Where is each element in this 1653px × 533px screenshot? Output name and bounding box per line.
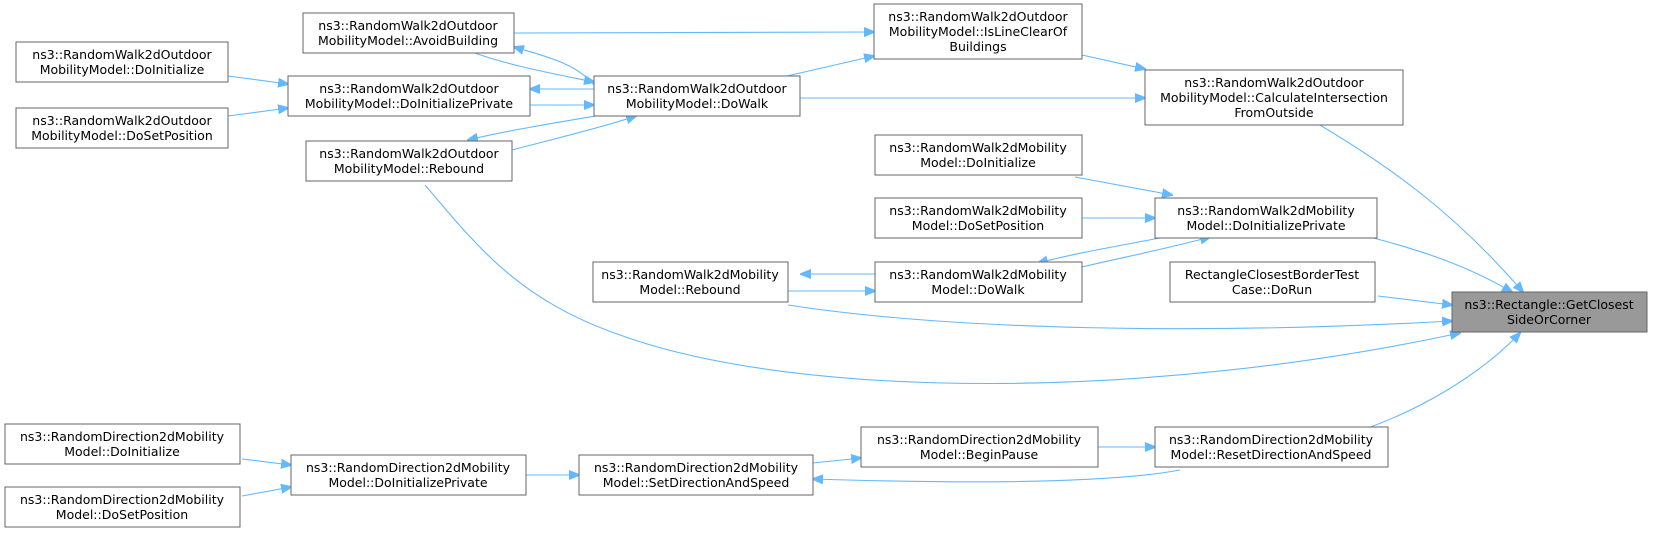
node-label-line1: ns3::RandomWalk2dMobility <box>889 203 1067 218</box>
node-label-line1: ns3::RandomDirection2dMobility <box>594 460 799 475</box>
node-rd2d-doinitialize[interactable]: ns3::RandomDirection2dMobility Model::Do… <box>4 423 241 465</box>
node-rw2o-rebound[interactable]: ns3::RandomWalk2dOutdoor MobilityModel::… <box>305 140 513 182</box>
edge-setdir-to-beginpause <box>812 458 861 463</box>
node-rectangleclosestbordertestcase-dorun[interactable]: RectangleClosestBorderTest Case::DoRun <box>1169 261 1376 303</box>
node-label-line2: Model::DoInitialize <box>64 444 180 459</box>
node-label-line1: ns3::RandomWalk2dOutdoor <box>32 113 212 128</box>
edge-calcint-to-root <box>1312 120 1523 292</box>
edge-rw2d-doinit-to-doinitpriv <box>1074 176 1172 195</box>
edge-rect-test-to-root <box>1377 295 1452 305</box>
node-label-line1: ns3::RandomWalk2dOutdoor <box>318 18 498 33</box>
node-rw2o-calculateintersectionfromoutside[interactable]: ns3::RandomWalk2dOutdoor MobilityModel::… <box>1144 69 1404 126</box>
node-rw2d-doinitializeprivate[interactable]: ns3::RandomWalk2dMobility Model::DoIniti… <box>1154 197 1378 239</box>
edge-rw2o-rebound-to-root <box>424 184 1460 385</box>
edge-avoid-to-islineclear <box>513 32 874 33</box>
edge-avoid-to-dowalk <box>471 51 594 82</box>
node-label-line2: MobilityModel::DoInitializePrivate <box>305 96 514 111</box>
node-rectangle-getclosestsideorcorner[interactable]: ns3::Rectangle::GetClosest SideOrCorner <box>1451 291 1648 333</box>
node-label-line2: MobilityModel::Rebound <box>334 161 484 176</box>
node-rd2d-resetdirectionandspeed[interactable]: ns3::RandomDirection2dMobility Model::Re… <box>1154 426 1389 468</box>
edge-rd2d-doinit-to-doinitpriv <box>241 458 291 465</box>
node-label-line2: Model::DoSetPosition <box>56 507 188 522</box>
edge-rw2o-dowalk-to-islineclear <box>786 56 874 77</box>
edge-rw2d-rebound-to-root <box>787 304 1452 330</box>
node-label-line3: Buildings <box>949 39 1006 54</box>
edge-rd2d-resetdir-to-root <box>1361 333 1520 431</box>
edge-resetdir-to-setdir <box>813 469 1181 482</box>
node-label-line1: ns3::RandomDirection2dMobility <box>1169 432 1374 447</box>
node-label-line1: ns3::RandomWalk2dMobility <box>601 267 779 282</box>
node-label-line1: ns3::RandomDirection2dMobility <box>20 492 225 507</box>
node-rw2o-dowalk[interactable]: ns3::RandomWalk2dOutdoor MobilityModel::… <box>593 75 801 117</box>
edge-rw2d-dowalk-to-doinitpriv <box>1081 237 1210 268</box>
node-label-line2: MobilityModel::DoWalk <box>626 96 769 111</box>
node-label-line2: Model::SetDirectionAndSpeed <box>603 475 790 490</box>
node-label-line1: ns3::RandomWalk2dOutdoor <box>607 81 787 96</box>
node-label-line2: Case::DoRun <box>1232 282 1312 297</box>
node-rd2d-doinitializeprivate[interactable]: ns3::RandomDirection2dMobility Model::Do… <box>290 454 527 496</box>
node-label-line1: ns3::RandomDirection2dMobility <box>306 460 511 475</box>
node-label-line2: Model::ResetDirectionAndSpeed <box>1171 447 1372 462</box>
node-label-line2: Model::DoInitializePrivate <box>1186 218 1345 233</box>
node-label-line2: Model::Rebound <box>639 282 740 297</box>
node-label-line2: Model::BeginPause <box>920 447 1039 462</box>
edge-rw2d-doinitpriv-to-root <box>1365 235 1512 292</box>
node-rw2d-rebound[interactable]: ns3::RandomWalk2dMobility Model::Rebound <box>592 261 789 303</box>
edge-rw2d-doinitpriv-to-dowalk <box>1038 235 1171 263</box>
node-rd2d-beginpause[interactable]: ns3::RandomDirection2dMobility Model::Be… <box>860 426 1099 468</box>
node-label-line2: Model::DoSetPosition <box>912 218 1044 233</box>
node-label-line1: ns3::RandomWalk2dOutdoor <box>1184 75 1364 90</box>
node-label-line1: ns3::RandomWalk2dOutdoor <box>319 146 499 161</box>
node-label-line1: ns3::RandomWalk2dMobility <box>889 267 1067 282</box>
edge-rebound-to-dowalk <box>511 116 636 151</box>
node-rw2d-doinitialize[interactable]: ns3::RandomWalk2dMobility Model::DoIniti… <box>874 134 1083 176</box>
node-label-line2: Model::DoInitializePrivate <box>328 475 487 490</box>
node-label-line3: FromOutside <box>1234 105 1314 120</box>
node-label-line2: MobilityModel::CalculateIntersection <box>1160 90 1388 105</box>
node-label-line1: ns3::RandomWalk2dMobility <box>889 140 1067 155</box>
node-label-line1: ns3::RandomWalk2dOutdoor <box>888 9 1068 24</box>
node-label-line1: ns3::RandomWalk2dOutdoor <box>32 47 212 62</box>
node-rd2d-dosetposition[interactable]: ns3::RandomDirection2dMobility Model::Do… <box>4 486 241 528</box>
node-rw2o-avoidbuilding[interactable]: ns3::RandomWalk2dOutdoor MobilityModel::… <box>302 12 515 54</box>
node-rw2o-islineclearofbuildings[interactable]: ns3::RandomWalk2dOutdoor MobilityModel::… <box>873 3 1083 60</box>
node-label-line1: RectangleClosestBorderTest <box>1185 267 1359 282</box>
node-rw2o-dosetposition[interactable]: ns3::RandomWalk2dOutdoor MobilityModel::… <box>15 107 229 149</box>
node-label-line2: MobilityModel::AvoidBuilding <box>318 33 498 48</box>
edge-rw2o-dosetpos-to-doinitpriv <box>227 108 288 117</box>
node-rd2d-setdirectionandspeed[interactable]: ns3::RandomDirection2dMobility Model::Se… <box>578 454 814 496</box>
node-rw2d-dosetposition[interactable]: ns3::RandomWalk2dMobility Model::DoSetPo… <box>874 197 1083 239</box>
node-label-line2: Model::DoWalk <box>931 282 1025 297</box>
node-rw2o-doinitializeprivate[interactable]: ns3::RandomWalk2dOutdoor MobilityModel::… <box>287 75 531 117</box>
node-label-line1: ns3::RandomDirection2dMobility <box>877 432 1082 447</box>
node-label-line2: MobilityModel::DoSetPosition <box>31 128 213 143</box>
node-label-line1: ns3::RandomWalk2dMobility <box>1177 203 1355 218</box>
node-label-line2: Model::DoInitialize <box>920 155 1036 170</box>
node-label-line2: MobilityModel::DoInitialize <box>40 62 205 77</box>
node-label-line1: ns3::RandomDirection2dMobility <box>20 429 225 444</box>
node-label-line1: ns3::Rectangle::GetClosest <box>1464 297 1633 312</box>
node-label-line2: SideOrCorner <box>1507 312 1592 327</box>
node-label-line1: ns3::RandomWalk2dOutdoor <box>319 81 499 96</box>
edge-rw2o-doinit-to-doinitpriv <box>227 75 288 84</box>
node-rw2o-doinitialize[interactable]: ns3::RandomWalk2dOutdoor MobilityModel::… <box>15 41 229 83</box>
edge-islineclear-to-calcint <box>1081 54 1145 69</box>
node-label-line2: MobilityModel::IsLineClearOf <box>889 24 1068 39</box>
edge-rd2d-dosetpos-to-doinitpriv <box>241 487 291 497</box>
node-rw2d-dowalk[interactable]: ns3::RandomWalk2dMobility Model::DoWalk <box>874 261 1083 303</box>
